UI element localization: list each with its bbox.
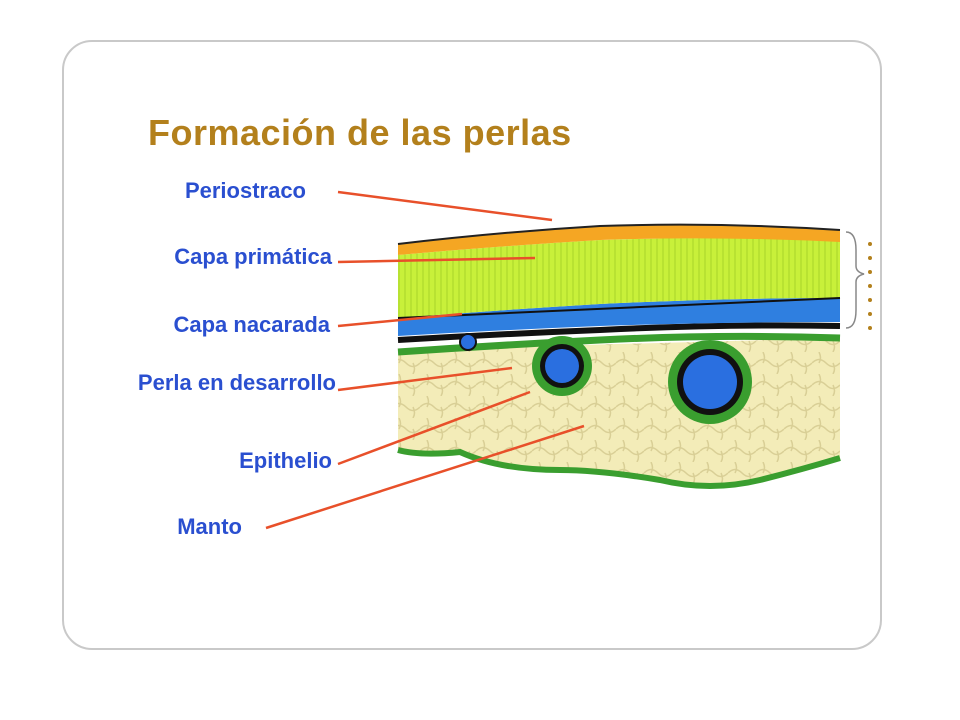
leader-capa-primatica (337, 256, 536, 264)
leader-perla (337, 366, 513, 392)
periostraco (398, 224, 840, 255)
diagram-title: Formación de las perlas (148, 112, 572, 153)
capa-nacarada (398, 298, 840, 336)
leader-periostraco (337, 190, 553, 222)
label-periostraco: Periostraco (184, 178, 306, 203)
label-capa-nacarada: Capa nacarada (173, 312, 330, 337)
label-capa-primatica: Capa primática (174, 244, 332, 269)
label-epithelio: Epithelio (239, 448, 332, 473)
leader-capa-nacarada (337, 312, 463, 328)
leader-manto (265, 424, 585, 530)
label-perla-en-desarrollo: Perla en desarrollo (137, 370, 336, 395)
label-manto: Manto (177, 514, 242, 539)
lower-epithelio (397, 447, 841, 489)
leader-epithelio (337, 390, 531, 466)
